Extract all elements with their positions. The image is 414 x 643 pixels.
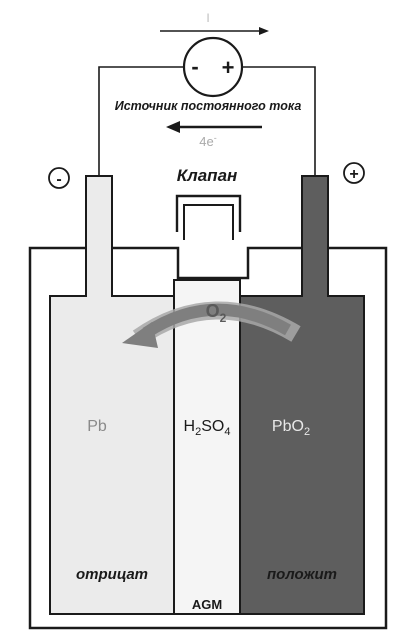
electron-arrowhead [166, 121, 180, 133]
valve-stem [183, 204, 234, 240]
agm-separator [173, 279, 241, 615]
minus-circle-icon [48, 167, 70, 189]
oxygen-arrowhead [122, 322, 158, 348]
plus-circle-icon [343, 162, 365, 184]
positive-label: положит [267, 566, 337, 583]
current-label: I [206, 11, 209, 25]
dc-source-icon [182, 36, 244, 98]
positive-plate [239, 175, 365, 615]
circuit-wire [98, 66, 184, 176]
oxygen-label: O2 [206, 301, 227, 325]
negative-terminal-sign: - [56, 171, 61, 188]
positive-terminal-sign: + [349, 166, 358, 183]
dioxide-label: PbO2 [272, 418, 310, 438]
valve-cap [175, 194, 242, 232]
negative-label: отрицат [76, 566, 148, 583]
valve-label: Клапан [177, 166, 238, 185]
source-plus-label: + [222, 55, 235, 80]
oxygen-arrow [142, 303, 291, 339]
agm-label: AGM [192, 597, 222, 612]
lead-label: Pb [87, 418, 107, 435]
circuit-wire [242, 66, 316, 176]
current-arrowhead [259, 27, 269, 35]
source-label: Источник постоянного тока [115, 99, 302, 113]
acid-label: H2SO4 [184, 418, 231, 438]
electron-label: 4e- [199, 133, 216, 149]
source-minus-label: - [191, 54, 198, 79]
negative-plate [49, 175, 175, 615]
